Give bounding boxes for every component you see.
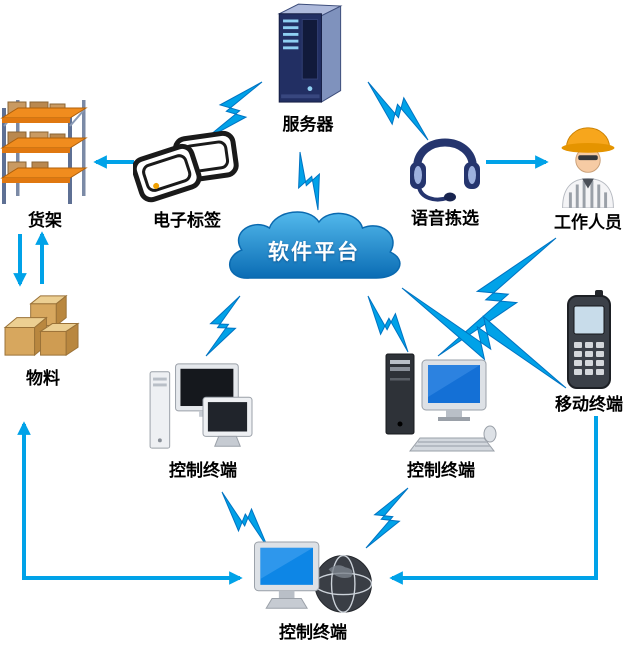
headset-icon — [410, 138, 480, 202]
shelf-rack-icon — [0, 100, 88, 204]
rfid-tag-icon — [133, 130, 239, 203]
lightning-bolt — [365, 487, 409, 549]
node-terminal-bottom: 控制终端 — [250, 540, 376, 643]
lightning-bolt — [367, 295, 409, 353]
mobile-label: 移动终端 — [555, 395, 623, 414]
server-label: 服务器 — [282, 115, 334, 134]
material-label: 物料 — [26, 369, 60, 388]
node-voice: 语音拣选 — [402, 124, 488, 229]
desktop-computer-icon — [149, 363, 253, 449]
node-terminal-right: 控制终端 — [382, 352, 500, 481]
node-mobile: 移动终端 — [551, 290, 627, 415]
server-tower-icon — [277, 3, 343, 103]
material-boxes-icon — [3, 294, 80, 357]
node-terminal-left: 控制终端 — [146, 358, 260, 481]
handheld-terminal-icon — [567, 290, 611, 389]
node-worker: 工作人员 — [550, 120, 626, 233]
lightning-bolt — [401, 287, 567, 389]
lightning-bolt — [367, 81, 429, 141]
node-etag: 电子标签 — [133, 124, 241, 231]
voice-label: 语音拣选 — [411, 209, 479, 228]
cloud-label: 软件平台 — [268, 241, 360, 264]
terminal-bottom-label: 控制终端 — [279, 623, 347, 642]
etag-label: 电子标签 — [153, 211, 221, 230]
worker-icon — [561, 127, 615, 208]
worker-label: 工作人员 — [554, 213, 622, 232]
workstation-computer-icon — [385, 353, 497, 452]
terminal-left-label: 控制终端 — [169, 461, 237, 480]
lightning-bolt — [298, 151, 320, 211]
shelf-label: 货架 — [28, 211, 62, 230]
node-shelf: 货架 — [0, 96, 90, 231]
arrow-connector — [389, 416, 598, 585]
monitor-globe-icon — [254, 541, 373, 613]
node-material: 物料 — [0, 290, 86, 389]
software-platform-cloud: 软件平台 — [220, 204, 408, 296]
cloud-icon — [229, 211, 401, 279]
lightning-bolt — [205, 295, 241, 357]
lightning-bolt — [437, 237, 557, 357]
node-server: 服务器 — [256, 2, 360, 135]
terminal-right-label: 控制终端 — [407, 461, 475, 480]
